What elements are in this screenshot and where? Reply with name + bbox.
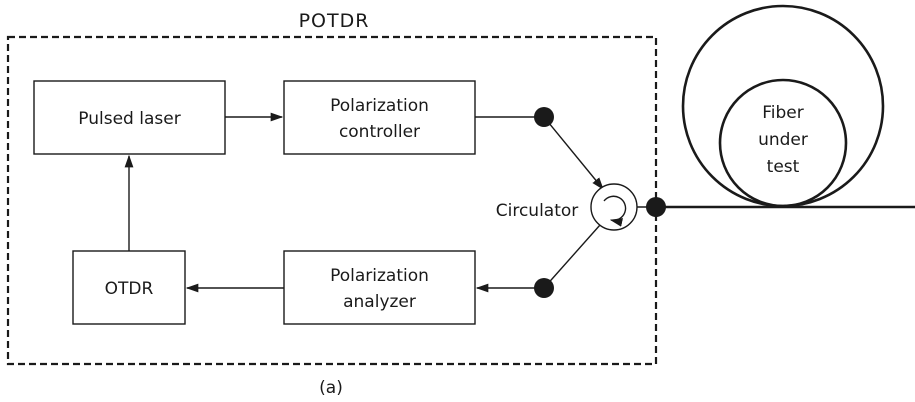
- fiber-label-line2: under: [758, 130, 808, 150]
- polarization-analyzer-label-line2: analyzer: [343, 292, 416, 312]
- figure-caption: (a): [319, 378, 343, 398]
- fiber-spool-icon: [681, 4, 885, 208]
- fiber-label-line3: test: [767, 157, 800, 177]
- node-to-circulator-arrow: [543, 116, 604, 190]
- polarization-controller-label-line2: controller: [339, 122, 420, 142]
- circulator-icon: [590, 183, 638, 231]
- otdr-label: OTDR: [105, 279, 154, 299]
- polarization-controller-label-line1: Polarization: [330, 96, 429, 116]
- polarization-analyzer-block: Polarization analyzer: [283, 250, 476, 325]
- otdr-block: OTDR: [72, 250, 186, 325]
- fiber-label-line1: Fiber: [762, 103, 804, 123]
- polarization-controller-block: Polarization controller: [283, 80, 476, 155]
- circulator-to-node-line: [543, 224, 601, 289]
- pulsed-laser-label: Pulsed laser: [78, 109, 180, 129]
- pulsed-laser-block: Pulsed laser: [33, 80, 226, 155]
- polarization-analyzer-label-line1: Polarization: [330, 266, 429, 286]
- circulator-label: Circulator: [496, 201, 579, 221]
- potdr-enclosure: [6, 35, 658, 366]
- diagram-title: POTDR: [299, 10, 370, 32]
